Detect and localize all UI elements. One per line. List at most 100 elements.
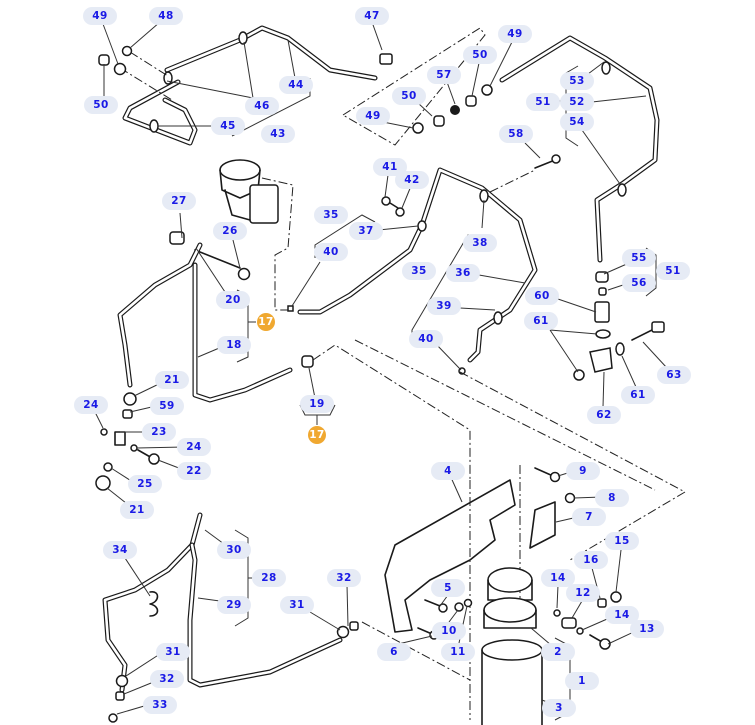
bolt-58 xyxy=(534,154,561,169)
callout-56[interactable]: 56 xyxy=(622,274,656,292)
pipe-18 xyxy=(117,242,293,403)
callout-47[interactable]: 47 xyxy=(355,7,389,25)
callout-11[interactable]: 11 xyxy=(441,643,475,661)
kit-badge-17[interactable]: 17 xyxy=(257,313,275,331)
bolt-8 xyxy=(564,492,576,504)
callout-24[interactable]: 24 xyxy=(74,396,108,414)
callout-9[interactable]: 9 xyxy=(566,462,600,480)
callout-48[interactable]: 48 xyxy=(149,7,183,25)
callout-19[interactable]: 19 xyxy=(300,395,334,413)
sleeve-50 xyxy=(98,54,110,66)
sleeve-27 xyxy=(169,231,185,245)
nut-49 xyxy=(113,62,127,76)
callout-18[interactable]: 18 xyxy=(217,336,251,354)
callout-14[interactable]: 14 xyxy=(605,606,639,624)
bolt-26 xyxy=(194,249,251,281)
callout-40[interactable]: 40 xyxy=(409,330,443,348)
callout-2[interactable]: 2 xyxy=(541,643,575,661)
callout-35[interactable]: 35 xyxy=(402,262,436,280)
kit-badge-17[interactable]: 17 xyxy=(308,426,326,444)
callout-14[interactable]: 14 xyxy=(541,569,575,587)
pipe-assembly-51 xyxy=(499,35,660,263)
callout-50[interactable]: 50 xyxy=(392,87,426,105)
callout-46[interactable]: 46 xyxy=(245,97,279,115)
callout-29[interactable]: 29 xyxy=(217,596,251,614)
callout-33[interactable]: 33 xyxy=(143,696,177,714)
callout-58[interactable]: 58 xyxy=(499,125,533,143)
callout-10[interactable]: 10 xyxy=(432,622,466,640)
pipe-35-left xyxy=(297,167,538,363)
callout-5[interactable]: 5 xyxy=(431,579,465,597)
callout-55[interactable]: 55 xyxy=(622,249,656,267)
callout-34[interactable]: 34 xyxy=(103,541,137,559)
callout-15[interactable]: 15 xyxy=(605,532,639,550)
washer-42 xyxy=(395,207,405,217)
fittings-31-33 xyxy=(108,621,359,723)
callout-40[interactable]: 40 xyxy=(314,243,348,261)
callout-30[interactable]: 30 xyxy=(217,541,251,559)
callout-43[interactable]: 43 xyxy=(261,125,295,143)
pipe-assembly-43 xyxy=(119,25,378,146)
callout-7[interactable]: 7 xyxy=(572,508,606,526)
sleeve-19 xyxy=(301,355,314,368)
callout-61[interactable]: 61 xyxy=(524,312,558,330)
callout-20[interactable]: 20 xyxy=(216,291,250,309)
callout-60[interactable]: 60 xyxy=(525,287,559,305)
fitting-55-56-60 xyxy=(573,271,665,381)
callout-57[interactable]: 57 xyxy=(427,66,461,84)
callout-12[interactable]: 12 xyxy=(566,584,600,602)
callout-32[interactable]: 32 xyxy=(327,569,361,587)
callout-62[interactable]: 62 xyxy=(587,406,621,424)
callout-28[interactable]: 28 xyxy=(252,569,286,587)
callout-4[interactable]: 4 xyxy=(431,462,465,480)
callout-61[interactable]: 61 xyxy=(621,386,655,404)
callout-22[interactable]: 22 xyxy=(177,462,211,480)
callout-16[interactable]: 16 xyxy=(574,551,608,569)
callout-21[interactable]: 21 xyxy=(120,501,154,519)
callout-13[interactable]: 13 xyxy=(630,620,664,638)
callout-8[interactable]: 8 xyxy=(595,489,629,507)
callout-6[interactable]: 6 xyxy=(377,643,411,661)
callout-54[interactable]: 54 xyxy=(560,113,594,131)
callout-27[interactable]: 27 xyxy=(162,192,196,210)
callout-25[interactable]: 25 xyxy=(128,475,162,493)
callout-35[interactable]: 35 xyxy=(314,206,348,224)
callout-44[interactable]: 44 xyxy=(279,76,313,94)
bracket-4 xyxy=(384,479,516,633)
clamp-47 xyxy=(379,53,393,65)
callout-51[interactable]: 51 xyxy=(656,262,690,280)
callout-24[interactable]: 24 xyxy=(177,438,211,456)
nut-48 xyxy=(121,45,133,57)
callout-49[interactable]: 49 xyxy=(83,7,117,25)
callout-59[interactable]: 59 xyxy=(150,397,184,415)
callout-51[interactable]: 51 xyxy=(526,93,560,111)
callout-53[interactable]: 53 xyxy=(560,72,594,90)
callout-31[interactable]: 31 xyxy=(280,596,314,614)
nipple-40a xyxy=(287,305,294,312)
callout-38[interactable]: 38 xyxy=(463,234,497,252)
callout-50[interactable]: 50 xyxy=(463,46,497,64)
callout-49[interactable]: 49 xyxy=(356,107,390,125)
callout-23[interactable]: 23 xyxy=(142,423,176,441)
callout-42[interactable]: 42 xyxy=(395,171,429,189)
callout-49[interactable]: 49 xyxy=(498,25,532,43)
bracket-7 xyxy=(529,501,556,549)
pipe-assembly-28 xyxy=(102,512,343,693)
callout-50[interactable]: 50 xyxy=(84,96,118,114)
bolt-9 xyxy=(534,467,561,483)
callout-37[interactable]: 37 xyxy=(349,222,383,240)
fuel-pump xyxy=(219,159,279,224)
callout-32[interactable]: 32 xyxy=(150,670,184,688)
callout-3[interactable]: 3 xyxy=(542,699,576,717)
filter-element-3 xyxy=(481,639,543,725)
callout-31[interactable]: 31 xyxy=(156,643,190,661)
callout-21[interactable]: 21 xyxy=(155,371,189,389)
callout-1[interactable]: 1 xyxy=(565,672,599,690)
callout-45[interactable]: 45 xyxy=(211,117,245,135)
callout-63[interactable]: 63 xyxy=(657,366,691,384)
callout-26[interactable]: 26 xyxy=(213,222,247,240)
callout-36[interactable]: 36 xyxy=(446,264,480,282)
callout-39[interactable]: 39 xyxy=(427,297,461,315)
callout-52[interactable]: 52 xyxy=(560,93,594,111)
